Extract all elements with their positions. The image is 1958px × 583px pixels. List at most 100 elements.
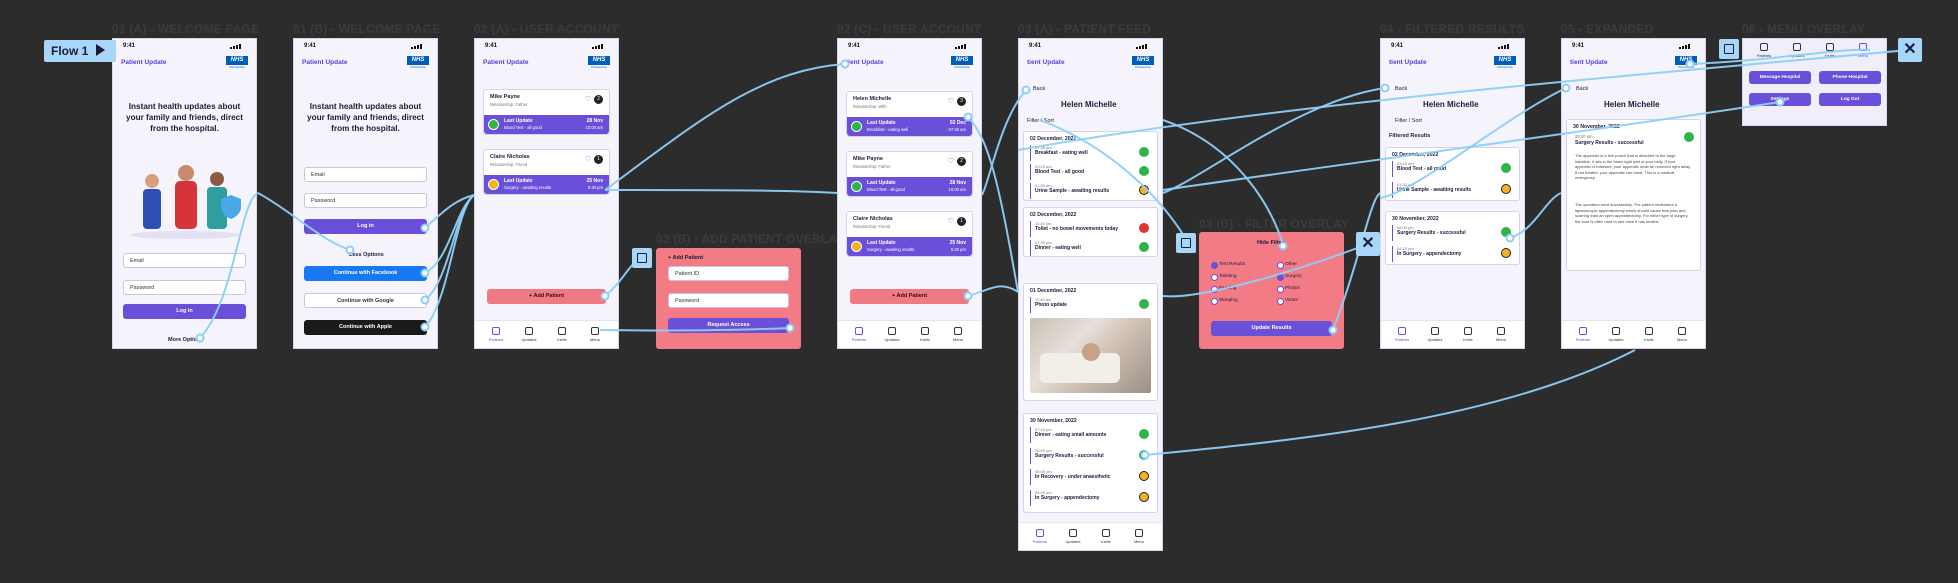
overlay-marker-icon xyxy=(632,248,652,268)
flow-label: Flow 1 xyxy=(51,44,89,58)
tab-invite[interactable]: Invite xyxy=(1636,327,1662,342)
google-button[interactable]: Continue with Google xyxy=(304,293,427,308)
login-button[interactable]: Log in xyxy=(304,219,427,234)
back-link[interactable]: Back xyxy=(1576,86,1589,92)
settings-button[interactable]: Settings xyxy=(1749,93,1811,106)
patient-title: Helen Michelle xyxy=(1061,100,1117,109)
tab-invite[interactable]: Invite xyxy=(1817,43,1843,58)
patient-name: Claire Nicholas xyxy=(853,216,893,222)
tab-patients[interactable]: Patients xyxy=(1027,529,1053,544)
patient-card[interactable]: Mike Payne Relationship: Father ♡ 2 Last… xyxy=(846,151,973,197)
filter-sort-button[interactable]: Filter / Sort xyxy=(1027,118,1054,124)
tab-menu[interactable]: Menu xyxy=(582,327,608,342)
close-icon[interactable]: ✕ xyxy=(1898,38,1922,62)
tab-updates[interactable]: Updates xyxy=(1784,43,1810,58)
patient-card[interactable]: Helen Michelle Relationship: Wife ♡ 3 La… xyxy=(846,91,973,137)
tab-updates[interactable]: Updates xyxy=(879,327,905,342)
logout-button[interactable]: Log Out xyxy=(1819,93,1881,106)
tab-invite[interactable]: Invite xyxy=(1093,529,1119,544)
tab-updates[interactable]: Updates xyxy=(1060,529,1086,544)
login-button[interactable]: Log in xyxy=(123,304,246,319)
tab-menu[interactable]: Menu xyxy=(1126,529,1152,544)
last-update-date: 25 Nov xyxy=(949,240,966,246)
filter-option[interactable]: Sleeping xyxy=(1211,298,1238,305)
last-update-date: 25 Nov xyxy=(586,178,603,184)
tab-patients[interactable]: Patients xyxy=(1389,327,1415,342)
password-field[interactable]: Password xyxy=(304,193,427,208)
message-hospital-button[interactable]: Message Hospital xyxy=(1749,71,1811,84)
apple-button[interactable]: Continue with Apple xyxy=(304,320,427,335)
phone-hospital-button[interactable]: Phone Hospital xyxy=(1819,71,1881,84)
tab-patients[interactable]: Patients xyxy=(1751,43,1777,58)
add-patient-button[interactable]: + Add Patient xyxy=(487,289,606,304)
tab-invite[interactable]: Invite xyxy=(549,327,575,342)
less-options-toggle[interactable]: Less Options xyxy=(349,252,384,258)
request-access-button[interactable]: Request Access xyxy=(668,318,789,333)
facebook-button[interactable]: Continue with Facebook xyxy=(304,266,427,281)
patient-card[interactable]: Mike Payne Relationship: Father ♡ 2 Last… xyxy=(483,89,610,135)
filter-option[interactable]: Feeding xyxy=(1211,286,1236,293)
close-icon[interactable]: ✕ xyxy=(1356,232,1380,256)
tab-menu[interactable]: Menu xyxy=(1669,327,1695,342)
patient-id-field[interactable]: Patient ID xyxy=(668,266,789,281)
email-field[interactable]: Email xyxy=(304,167,427,182)
filter-option[interactable]: Toileting xyxy=(1211,274,1237,281)
filter-option[interactable]: Visitor xyxy=(1277,298,1298,305)
tab-updates[interactable]: Updates xyxy=(516,327,542,342)
add-patient-button[interactable]: + Add Patient xyxy=(850,289,969,304)
more-options-toggle[interactable]: More Options xyxy=(168,337,204,343)
password-field[interactable]: Password xyxy=(123,280,246,295)
filter-sort-button[interactable]: Filter / Sort xyxy=(1395,118,1422,124)
tab-menu[interactable]: Menu xyxy=(1850,43,1876,58)
email-field[interactable]: Email xyxy=(123,253,246,268)
status-ok-icon xyxy=(1139,166,1149,176)
frame-title-welcome-b: 01 (B) - WELCOME PAGE xyxy=(293,22,441,36)
tab-invite[interactable]: Invite xyxy=(1455,327,1481,342)
hide-filter-toggle[interactable]: Hide Filter xyxy=(1257,240,1284,246)
status-bar: 9:41 xyxy=(294,39,437,53)
filter-option[interactable]: Surgery xyxy=(1277,274,1302,281)
patient-password-field[interactable]: Password xyxy=(668,293,789,308)
patient-card[interactable]: Claire Nicholas Relationship: Friend ♡ 1… xyxy=(483,149,610,195)
last-update-time: 5:30 pm xyxy=(587,185,603,190)
update-results-button[interactable]: Update Results xyxy=(1211,321,1332,336)
play-icon[interactable] xyxy=(96,44,105,56)
patient-photo[interactable] xyxy=(1030,318,1151,393)
tab-patients[interactable]: Patients xyxy=(846,327,872,342)
menu-icon xyxy=(1678,327,1686,335)
menu-icon xyxy=(1497,327,1505,335)
filter-option[interactable]: Photos xyxy=(1277,286,1300,293)
filter-option[interactable]: Test Results xyxy=(1211,262,1245,269)
filter-option[interactable]: Other xyxy=(1277,262,1297,269)
back-link[interactable]: Back xyxy=(1033,86,1046,92)
patient-card[interactable]: Claire Nicholas Relationship: Friend ♡ 1… xyxy=(846,211,973,257)
tab-invite[interactable]: Invite xyxy=(912,327,938,342)
updates-icon xyxy=(1612,327,1620,335)
tab-patients[interactable]: Patients xyxy=(1570,327,1596,342)
tab-updates[interactable]: Updates xyxy=(1422,327,1448,342)
back-link[interactable]: Back xyxy=(1395,86,1408,92)
tab-patients[interactable]: Patients xyxy=(483,327,509,342)
patient-name: Claire Nicholas xyxy=(490,154,530,160)
tab-menu[interactable]: Menu xyxy=(945,327,971,342)
tab-updates[interactable]: Updates xyxy=(1603,327,1629,342)
flow-start-tag[interactable]: Flow 1 xyxy=(44,40,116,62)
tab-menu[interactable]: Menu xyxy=(1488,327,1514,342)
